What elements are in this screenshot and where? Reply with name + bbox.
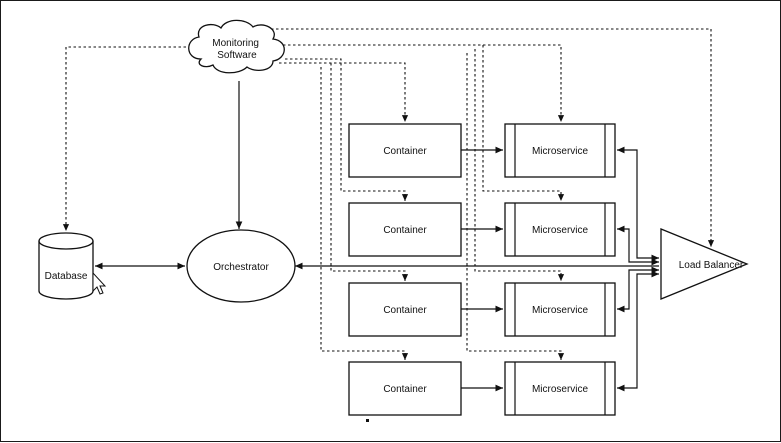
monitor-to-microservice-edge bbox=[474, 49, 565, 281]
monitor-to-microservice-edge bbox=[482, 45, 565, 201]
container-label: Container bbox=[383, 146, 427, 157]
loadbalancer-microservice-edge bbox=[617, 266, 659, 313]
container-label: Container bbox=[383, 225, 427, 236]
microservice-node[interactable]: Microservice bbox=[504, 361, 616, 416]
loadbalancer-microservice-edge bbox=[617, 146, 659, 262]
microservice-box bbox=[504, 361, 616, 416]
load-balancer-node[interactable]: Load Balancer bbox=[660, 228, 749, 300]
microservice-box bbox=[504, 202, 616, 257]
monitoring-label: Monitoring Software bbox=[212, 38, 261, 61]
container-node[interactable]: Container bbox=[348, 361, 462, 416]
monitor-to-microservice-edge bbox=[466, 53, 565, 360]
container-label: Container bbox=[383, 305, 427, 316]
loadbalancer-microservice-edge bbox=[617, 270, 659, 392]
microservice-label: Microservice bbox=[532, 225, 589, 236]
monitoring-software-node[interactable]: Monitoring Software bbox=[188, 19, 285, 74]
microservice-label: Microservice bbox=[532, 384, 589, 395]
monitor-to-loadbalancer-edge bbox=[261, 28, 715, 247]
monitor-to-database-edge bbox=[62, 46, 191, 231]
orchestrator-node[interactable]: Orchestrator bbox=[186, 229, 296, 303]
cylinder-body bbox=[38, 241, 94, 300]
orchestrator-shape bbox=[186, 229, 296, 303]
microservice-box bbox=[504, 282, 616, 337]
connections bbox=[62, 28, 715, 392]
load-balancer-shape bbox=[660, 228, 749, 300]
container-box bbox=[348, 202, 462, 257]
microservice-label: Microservice bbox=[532, 305, 589, 316]
microservice-box bbox=[504, 123, 616, 178]
cloud-shape bbox=[188, 19, 285, 74]
monitoring-label-line-2: Software bbox=[217, 50, 257, 61]
database-label: Database bbox=[45, 271, 88, 282]
microservice-label: Microservice bbox=[532, 146, 589, 157]
monitor-to-container-edge bbox=[320, 67, 409, 360]
container-box bbox=[348, 123, 462, 178]
load-balancer-label: Load Balancer bbox=[679, 260, 744, 271]
cylinder-top bbox=[38, 232, 94, 250]
monitor-to-container-edge bbox=[285, 58, 409, 201]
monitor-to-container-edge bbox=[279, 62, 409, 122]
stray-dot bbox=[366, 419, 369, 422]
monitoring-label-line-1: Monitoring bbox=[212, 38, 259, 49]
monitor-to-container-edge bbox=[330, 63, 409, 281]
database-node[interactable]: Database bbox=[38, 232, 107, 300]
container-node[interactable]: Container bbox=[348, 282, 462, 337]
loadbalancer-microservice-edge bbox=[617, 225, 659, 266]
container-box bbox=[348, 361, 462, 416]
microservice-node[interactable]: Microservice bbox=[504, 123, 616, 178]
container-box bbox=[348, 282, 462, 337]
orchestrator-label: Orchestrator bbox=[213, 262, 269, 273]
container-label: Container bbox=[383, 384, 427, 395]
microservice-node[interactable]: Microservice bbox=[504, 202, 616, 257]
container-node[interactable]: Container bbox=[348, 202, 462, 257]
microservice-node[interactable]: Microservice bbox=[504, 282, 616, 337]
monitor-to-microservice-edge bbox=[273, 44, 565, 122]
mouse-pointer-icon bbox=[92, 271, 107, 295]
container-node[interactable]: Container bbox=[348, 123, 462, 178]
